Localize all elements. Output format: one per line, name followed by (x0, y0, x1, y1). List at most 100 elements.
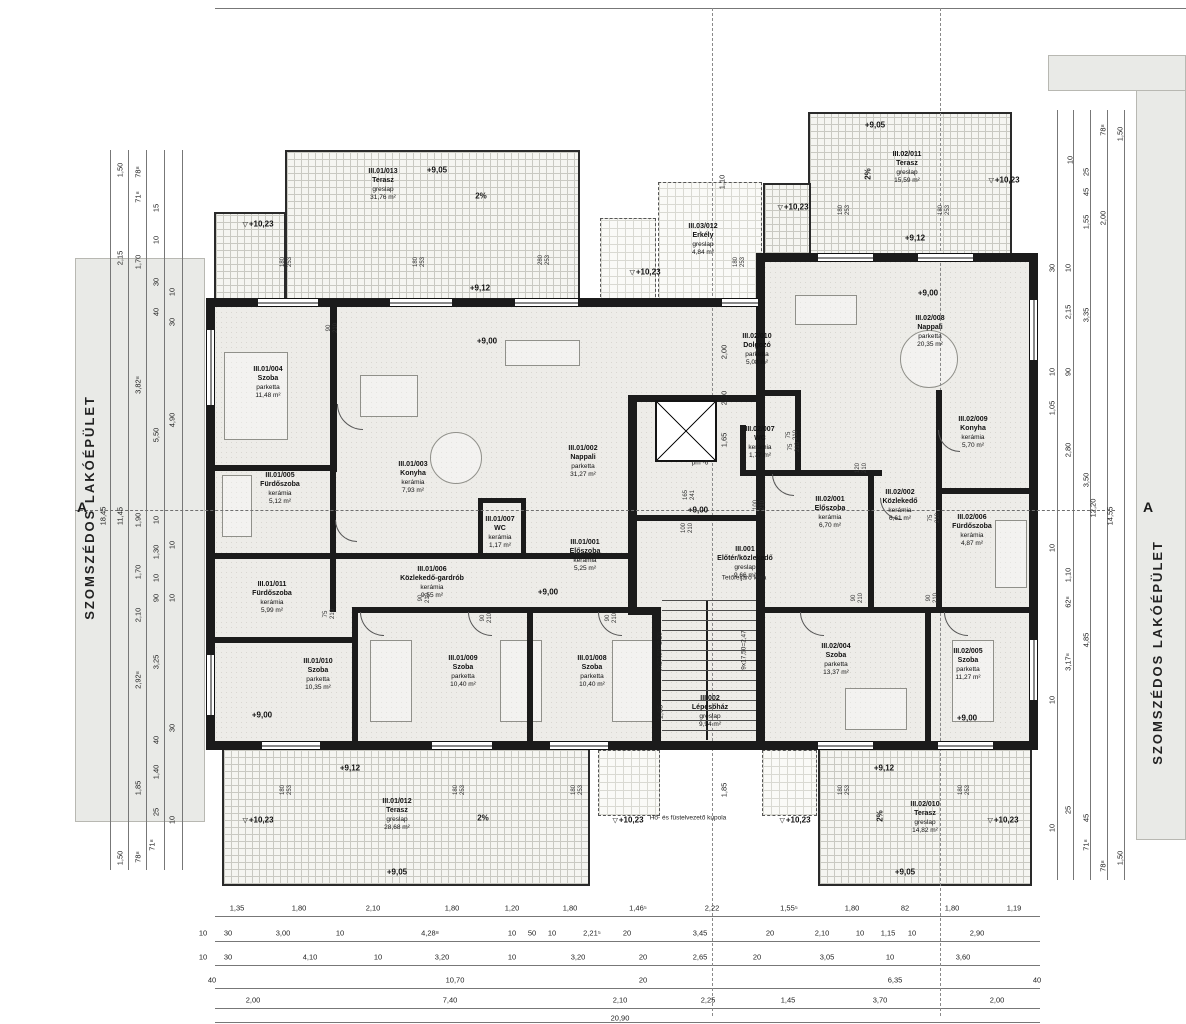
opening-width: 180 (571, 784, 578, 796)
dimension-line (1057, 110, 1058, 880)
room-id: III.02/010 (742, 333, 772, 341)
window (918, 253, 973, 262)
dimension-text: 1,65 (719, 432, 729, 448)
room-name: Erkély (692, 231, 714, 239)
room-area: 31,76 m² (370, 193, 396, 201)
dimension-text: 25 (151, 807, 161, 817)
wall (765, 390, 801, 396)
wall (936, 390, 942, 610)
room-id: III.001 (735, 546, 755, 554)
room-id: III.02/009 (958, 416, 988, 424)
dimension-text: 1,80 (562, 903, 578, 913)
dimension-text: 10 (1065, 155, 1075, 165)
note-text: 8x27,50=2,20 (656, 632, 664, 672)
dimension-text: 1,55⁵ (780, 903, 798, 913)
room-finish: parketta (956, 665, 980, 673)
opening-width: 180 (413, 256, 420, 268)
dimension-text: 1,05 (1047, 400, 1057, 416)
dimension-text: 10,70 (445, 975, 465, 985)
elevation-marker: +9,00 (252, 711, 272, 720)
elevation-marker: ▽+10,23 (987, 816, 1018, 825)
dimension-text: 11,45 (115, 506, 125, 526)
level-marker-icon: ▽ (612, 817, 618, 825)
dimension-text: 2,25 (700, 995, 716, 1005)
window (1029, 640, 1038, 700)
wall (521, 498, 526, 555)
wall (740, 425, 746, 475)
dimension-line (1090, 110, 1091, 880)
opening-height: 210 (330, 608, 336, 620)
elevation-marker: +9,05 (427, 166, 447, 175)
dimension-text: 10 (167, 815, 177, 825)
dimension-text: 82 (900, 903, 910, 913)
dimension-text: 30 (1047, 263, 1057, 273)
room-area: 7,93 m² (401, 486, 425, 494)
dimension-text: 10 (907, 928, 917, 938)
dimension-text: 10 (335, 928, 345, 938)
room-area: 11,48 m² (255, 391, 281, 399)
wall (628, 515, 765, 521)
elevation-value: +9,00 (687, 505, 709, 515)
dimension-text: 78⁸ (1098, 124, 1108, 136)
grid-line (712, 8, 713, 1016)
dimension-line (215, 1022, 1040, 1023)
wall (206, 741, 1038, 750)
opening-height: 210 (425, 592, 431, 604)
room-finish: kerámia (748, 443, 772, 451)
room-finish: parketta (256, 383, 280, 391)
dimension-text: 2,92⁸ (133, 671, 143, 689)
opening-height: 210 (795, 441, 801, 453)
dimension-text: 1,50 (1115, 126, 1125, 142)
dimension-text: 15 (151, 203, 161, 213)
dimension-text: 10 (151, 573, 161, 583)
opening-height: 253 (945, 204, 951, 216)
elevation-value: +9,12 (873, 763, 895, 773)
dimension-text: 12,20 (1088, 498, 1098, 518)
room-id: III.01/003 (398, 461, 428, 469)
dimension-text: 10 (373, 952, 383, 962)
dimension-text: 25 (1063, 805, 1073, 815)
room-finish: parketta (571, 462, 595, 470)
dimension-text: 2,10 (612, 995, 628, 1005)
level-marker-icon: ▽ (629, 269, 635, 277)
dimension-text: 5,50 (151, 427, 161, 443)
room-id: III.02/006 (957, 514, 987, 522)
elevation-value: +10,23 (783, 202, 809, 212)
dimension-text: 1,50 (115, 850, 125, 866)
room-name: Szoba (825, 651, 847, 659)
furniture (500, 640, 542, 722)
elevation-value: +10,23 (248, 815, 274, 825)
dimension-text: 10 (151, 515, 161, 525)
dimension-text: 1,46⁵ (629, 903, 647, 913)
room-finish: kerámia (818, 513, 842, 521)
window (390, 298, 452, 307)
dimension-text: 78⁸ (133, 851, 143, 863)
elevation-value: +9,00 (476, 336, 498, 346)
wall (210, 465, 335, 471)
note-text: Hő- és füstelvezető kupola (649, 814, 727, 822)
room-name: Előtér/közlekedő (717, 554, 773, 562)
elevation-marker: +9,00 (477, 337, 497, 346)
room-area: 4,87 m² (960, 539, 984, 547)
opening-width: 75 (786, 431, 793, 439)
room-area: 9,94 m² (698, 720, 722, 728)
room-finish: kerámia (961, 433, 985, 441)
window (206, 330, 215, 405)
opening-height: 210 (760, 499, 766, 511)
room-area: 11,27 m² (955, 673, 981, 681)
room-area: 10,35 m² (305, 683, 331, 691)
dimension-text: 14,55 (1105, 506, 1115, 526)
furniture (612, 640, 654, 722)
dimension-text: 1,90 (133, 512, 143, 528)
room-area: 6,61 m² (888, 514, 912, 522)
opening-height: 253 (545, 254, 551, 266)
wall (352, 607, 637, 613)
